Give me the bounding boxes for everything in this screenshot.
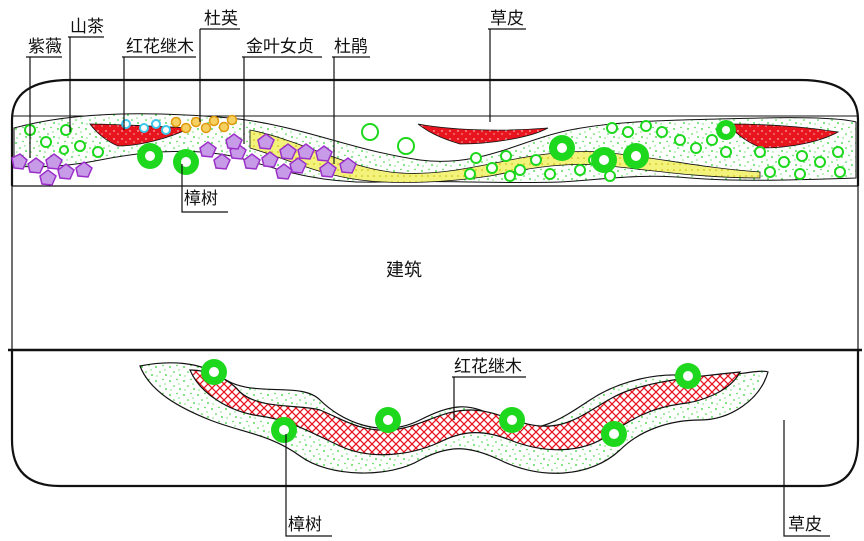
leader-camphor-bottom — [285, 434, 332, 537]
leader-loropetalum-top — [122, 56, 196, 130]
camphor-trees-bottom — [201, 359, 701, 447]
leader-crape-myrtle — [26, 56, 62, 158]
leader-camphor-top — [181, 164, 228, 213]
leader-duying — [199, 28, 240, 122]
label-lawn-bottom: 草皮 — [788, 515, 822, 535]
label-camellia: 山茶 — [70, 17, 104, 37]
building-block — [8, 186, 862, 352]
label-camphor-top: 樟树 — [184, 189, 218, 209]
rhododendron-cluster — [11, 133, 357, 186]
label-lawn-top: 草皮 — [490, 9, 524, 29]
leader-lawn-top — [488, 28, 526, 122]
top-planting-bed — [10, 78, 860, 187]
camphor-trees-top — [137, 120, 736, 175]
label-camphor-bottom: 樟树 — [288, 515, 322, 535]
loropetalum-wedge-3 — [727, 123, 840, 149]
top-bed-boundary — [10, 78, 860, 186]
bottom-bed-boundary — [10, 350, 860, 488]
leader-rhododendron — [332, 56, 370, 164]
label-golden-privet: 金叶女贞 — [246, 37, 314, 57]
leader-golden-privet — [242, 56, 322, 144]
label-duying: 杜英 — [204, 9, 238, 29]
leader-camellia — [68, 36, 104, 132]
duying-cluster — [170, 114, 238, 134]
label-loropetalum-top: 红花继木 — [126, 37, 194, 57]
leader-loropetalum-bottom — [452, 376, 526, 420]
leader-lawn-bottom — [783, 420, 830, 537]
loropetalum-wedge-2 — [417, 123, 549, 145]
label-loropetalum-bottom: 红花继木 — [454, 357, 522, 377]
building-label: 建筑 — [386, 260, 422, 281]
bottom-planting-bed — [10, 350, 860, 488]
golden-privet-band — [249, 129, 761, 183]
label-crape-myrtle: 紫薇 — [28, 37, 62, 57]
camellia-dots — [121, 119, 171, 135]
label-rhododendron: 杜鹃 — [334, 37, 368, 57]
